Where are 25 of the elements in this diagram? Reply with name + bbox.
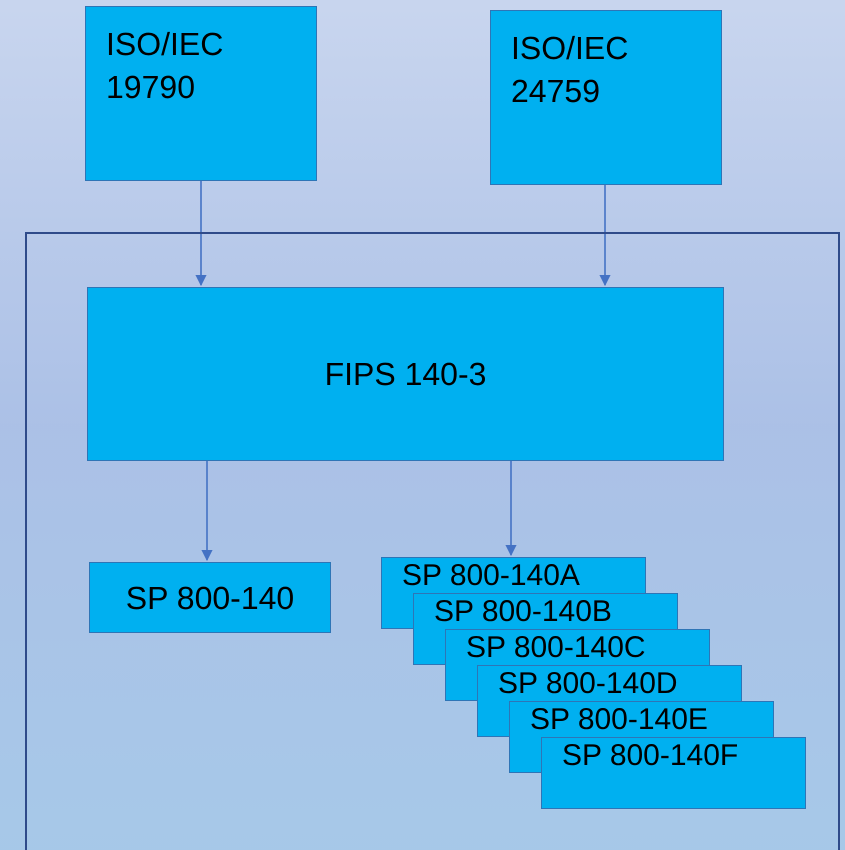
standard-box <box>509 701 774 737</box>
box-label: SP 800-140E <box>530 703 708 736</box>
standard-box <box>381 557 646 593</box>
box-label: SP 800-140A <box>402 559 580 592</box>
box-label: SP 800-140B <box>434 595 612 628</box>
standard-box <box>445 629 710 665</box>
standard-box <box>490 10 722 185</box>
arrow <box>505 459 517 556</box>
box-label: SP 800-140F <box>562 739 738 772</box>
box-label: SP 800-140 <box>126 578 294 618</box>
arrow <box>201 459 213 562</box>
arrow <box>195 181 207 286</box>
box-label: ISO/IEC 19790 <box>106 25 224 108</box>
standard-box <box>87 287 724 461</box>
standard-box <box>89 562 331 633</box>
box-label: SP 800-140C <box>466 631 646 664</box>
box-label: FIPS 140-3 <box>324 355 486 394</box>
box-label: SP 800-140D <box>498 667 678 700</box>
standard-box <box>541 737 806 809</box>
standard-box <box>85 6 317 181</box>
arrow <box>599 185 611 286</box>
standard-box <box>413 593 678 629</box>
frame-box <box>25 232 840 850</box>
box-label: ISO/IEC 24759 <box>511 29 630 112</box>
standard-box <box>477 665 742 701</box>
